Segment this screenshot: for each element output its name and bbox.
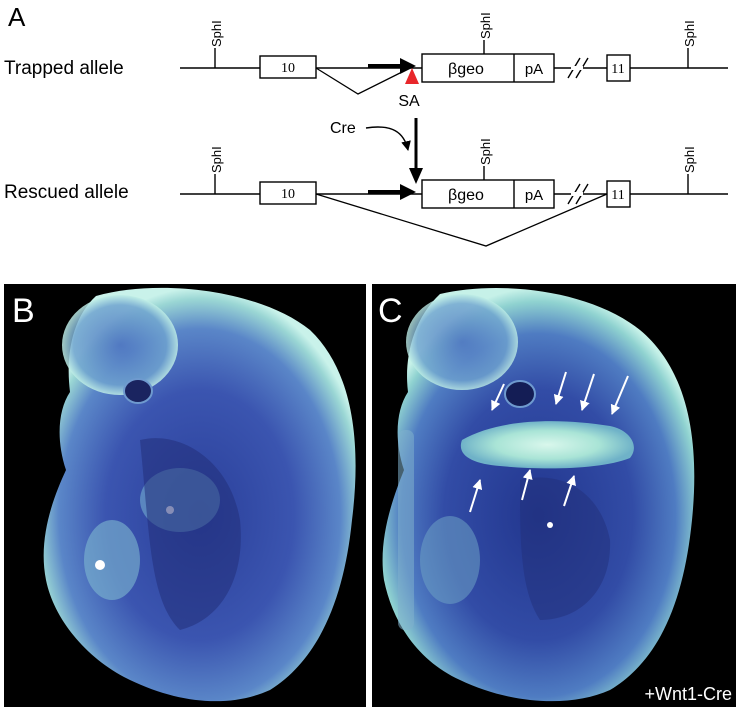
stained-arches (460, 421, 634, 469)
exon-11-box (606, 54, 631, 82)
cre-recombination: Cre (330, 118, 423, 184)
splice-junction (315, 193, 608, 247)
loxp-arrowhead (400, 58, 416, 74)
white-arrow (553, 371, 567, 405)
panel-a: A Trapped allele SphI SphI SphI 10 SA (4, 2, 728, 247)
white-arrow (469, 479, 483, 513)
panel-b: B (4, 284, 366, 707)
bgeo-cassette-box (421, 179, 555, 209)
panel-c: C +Wnt1-Cre (372, 284, 736, 707)
sphi-site-label: SphI (682, 20, 697, 47)
loxp-arrowhead (400, 184, 416, 200)
exon-10-box (259, 55, 317, 79)
white-arrow (563, 475, 576, 507)
trapped-allele: Trapped allele SphI SphI SphI 10 SA βg (4, 12, 728, 110)
white-arrow (491, 383, 505, 411)
break-gap (571, 192, 583, 196)
white-arrow (521, 469, 533, 501)
splice-junction (315, 67, 411, 95)
exon-10-box (259, 181, 317, 205)
bgeo-label: βgeo (448, 61, 484, 78)
exon-10-label: 10 (281, 61, 295, 76)
bgeo-cassette-box (421, 53, 555, 83)
exon-11-label: 11 (611, 188, 624, 203)
cre-label: Cre (330, 120, 356, 137)
recombination-arrowhead (409, 168, 423, 184)
polya-label: pA (525, 187, 543, 204)
rescued-allele-label: Rescued allele (4, 182, 129, 203)
sphi-site-label: SphI (682, 146, 697, 173)
panel-c-letter: C (378, 292, 403, 330)
embryo-c (382, 288, 695, 702)
white-arrow (610, 375, 629, 415)
trapped-allele-label: Trapped allele (4, 58, 124, 79)
sphi-site-label: SphI (478, 138, 493, 165)
splice-acceptor-label: SA (398, 93, 420, 110)
cre-curved-arrow (365, 126, 411, 151)
panel-b-letter: B (12, 292, 35, 330)
sphi-site-label: SphI (478, 12, 493, 39)
polya-label: pA (525, 61, 543, 78)
embryo-b (43, 287, 356, 702)
sphi-site-label: SphI (209, 146, 224, 173)
arrow-annotations (469, 371, 629, 513)
splice-acceptor-marker (405, 68, 419, 84)
bgeo-label: βgeo (448, 187, 484, 204)
sphi-site-label: SphI (209, 20, 224, 47)
exon-11-label: 11 (611, 62, 624, 77)
exon-10-label: 10 (281, 187, 295, 202)
panel-a-letter: A (8, 2, 26, 32)
white-arrow (580, 373, 595, 411)
rescued-allele: Rescued allele SphI SphI SphI 10 βgeo pA… (4, 138, 728, 247)
break-gap (571, 66, 583, 70)
panel-c-caption: +Wnt1-Cre (644, 684, 732, 704)
